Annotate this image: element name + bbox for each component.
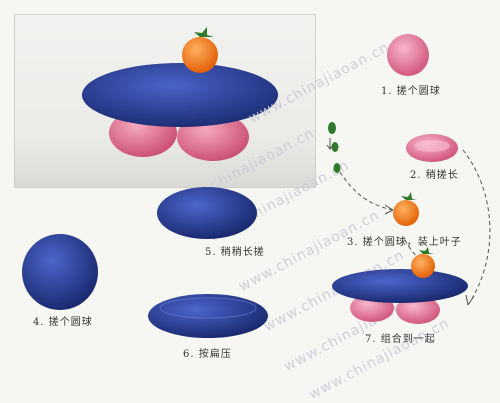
arrow-leaf-to-orange	[339, 171, 394, 211]
step1-label: 1. 搓个圆球	[381, 86, 441, 97]
arrow-step2-to-assembly	[462, 149, 491, 306]
step1-pink-ball	[387, 34, 429, 76]
table-top	[82, 63, 278, 127]
leaf	[194, 27, 214, 37]
step7-table-top	[332, 269, 468, 303]
step7-leg-right	[396, 296, 440, 324]
step6-blue-disc	[148, 294, 268, 338]
step3-label: 3. 搓个圆球，装上叶子	[347, 237, 462, 248]
step3-orange-ball	[393, 200, 419, 226]
step7-orange	[411, 254, 435, 278]
finished-model-photo	[14, 14, 316, 188]
finished-model-illustration	[82, 27, 278, 161]
orange-ball	[182, 37, 218, 73]
step6-label: 6. 按扁压	[183, 349, 232, 360]
step2-label: 2. 稍搓长	[410, 170, 459, 181]
step5-label: 5. 稍稍长搓	[205, 247, 265, 258]
step7-label: 7. 组合到一起	[365, 334, 436, 345]
step5-blue-oval	[157, 187, 257, 239]
arrow-step3-to-assembly	[404, 239, 423, 263]
step4-blue-ball	[22, 234, 98, 310]
step4-label: 4. 搓个圆球	[33, 317, 93, 328]
